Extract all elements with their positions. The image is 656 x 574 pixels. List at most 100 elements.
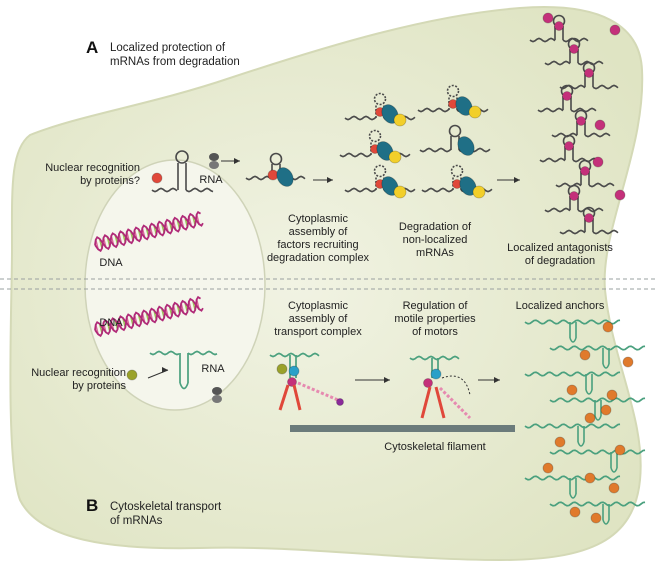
anchored-mrna-7	[549, 501, 646, 507]
cell-body	[9, 6, 644, 562]
transport-complex-2	[409, 355, 472, 420]
mrna-loop	[373, 164, 387, 178]
anchored-stem-1	[602, 348, 610, 364]
anchored-loop-4	[577, 441, 585, 447]
mrna-stem	[576, 121, 586, 135]
decay-complex-1	[388, 150, 402, 164]
antagonist-0	[554, 21, 564, 31]
anchored-network	[524, 319, 646, 525]
antagonist-1	[569, 44, 579, 54]
mrna-strand	[187, 350, 218, 356]
anchor-7	[554, 436, 566, 448]
anchored-mrna-0	[524, 319, 621, 325]
mrna-strand-left	[544, 207, 571, 213]
mrna-strand	[185, 187, 214, 193]
nuclear-pore-b	[212, 387, 222, 403]
pore-top	[212, 387, 222, 395]
panel-b-dna-label: DNA	[99, 317, 123, 329]
anchored-loop-1	[602, 363, 610, 369]
cytoskeletal-filament	[290, 425, 515, 432]
mrna-strand-right	[562, 37, 589, 43]
panel-b-step2-label: Regulation of motile properties of motor…	[394, 300, 476, 338]
anchor-13	[590, 512, 602, 524]
anchor-9	[542, 462, 554, 474]
mrna-loop	[373, 92, 387, 106]
mrna-stem	[569, 49, 579, 63]
mrna-stem	[569, 196, 579, 210]
cargo-1	[336, 398, 344, 406]
mrna-strand-left	[344, 115, 377, 121]
mrna-loop	[269, 152, 283, 166]
motor-legs	[420, 386, 446, 419]
anchored-stem-6	[569, 478, 577, 494]
anchor-4	[606, 389, 618, 401]
free-antagonist-3	[592, 156, 604, 168]
mrna-stem	[177, 163, 187, 190]
mrna-strand-left	[537, 107, 564, 113]
recruiting-factor	[276, 167, 294, 187]
arrow-b-2	[478, 377, 500, 383]
mrna-strand-left	[539, 157, 566, 163]
anchor-5	[584, 412, 596, 424]
decay-complex-2	[393, 185, 407, 199]
anchored-mrna-3	[549, 397, 646, 403]
anchored-loop-2	[585, 389, 593, 395]
anchor-0	[602, 321, 614, 333]
mrna-stem	[554, 26, 564, 40]
panel-a-nuclear-label: Nuclear recognition by proteins?	[45, 162, 140, 187]
mrna-protected-6	[555, 159, 615, 188]
dna-helix-b	[94, 295, 204, 338]
anchored-mrna-5	[549, 449, 646, 455]
anchor-10	[584, 472, 596, 484]
anchor-12	[569, 506, 581, 518]
antagonist-3	[562, 91, 572, 101]
anchored-stem-4	[577, 426, 585, 442]
arrow-a-2	[497, 177, 520, 183]
anchored-mrna-1	[549, 345, 646, 351]
mrna-strand-left	[544, 60, 571, 66]
panel-b-step1-label: Cytoplasmic assembly of transport comple…	[274, 300, 362, 338]
mrna-strand-left	[555, 182, 582, 188]
panel-b-nuclear-label: Nuclear recognition by proteins	[31, 367, 126, 392]
mrna-stem	[584, 218, 594, 232]
pore-bottom	[209, 161, 219, 169]
arrow-head	[327, 177, 333, 183]
motor-legs	[278, 384, 302, 411]
mrna-stem	[564, 146, 574, 160]
mrna-stem	[580, 171, 590, 185]
filament-label: Cytoskeletal filament	[384, 441, 486, 453]
arrow-head	[514, 177, 520, 183]
mrna-strand-left	[551, 132, 578, 138]
anchored-loop-3	[594, 415, 602, 421]
arrow-head	[494, 377, 500, 383]
anchored-mrna-4	[524, 423, 621, 429]
mrna-strand-left	[417, 107, 450, 113]
mrna-stem	[584, 73, 594, 87]
mrna-loop	[450, 164, 464, 178]
panel-b-letter: B	[86, 496, 99, 515]
arrow-head	[384, 377, 390, 383]
transport-complex-1	[269, 352, 344, 411]
mrna-stem	[179, 353, 189, 383]
blue-adaptor	[430, 368, 442, 380]
mrna-strand	[269, 352, 320, 358]
mrna-strand-left	[559, 229, 586, 235]
anchored-loop-0	[569, 337, 577, 343]
nuclear-pore-a	[209, 153, 219, 169]
mrna-loop	[175, 150, 189, 164]
anchored-mrna-6	[524, 475, 621, 481]
mrna-strand	[151, 187, 178, 193]
nuclear-protein-a	[151, 172, 163, 184]
dna-strand-1	[94, 295, 202, 338]
anchored-stem-3	[594, 400, 602, 416]
panel-b-title: Cytoskeletal transport of mRNAs	[110, 501, 222, 527]
panel-a-step2-label: Degradation of non-localized mRNAs	[398, 221, 472, 259]
free-antagonist-1	[609, 24, 621, 36]
decay-complex-r-0	[468, 105, 482, 119]
mrna-strand	[149, 350, 180, 356]
dna-strand-2	[94, 212, 204, 251]
arrow-b-1	[355, 377, 390, 383]
motor-tail	[297, 381, 339, 402]
